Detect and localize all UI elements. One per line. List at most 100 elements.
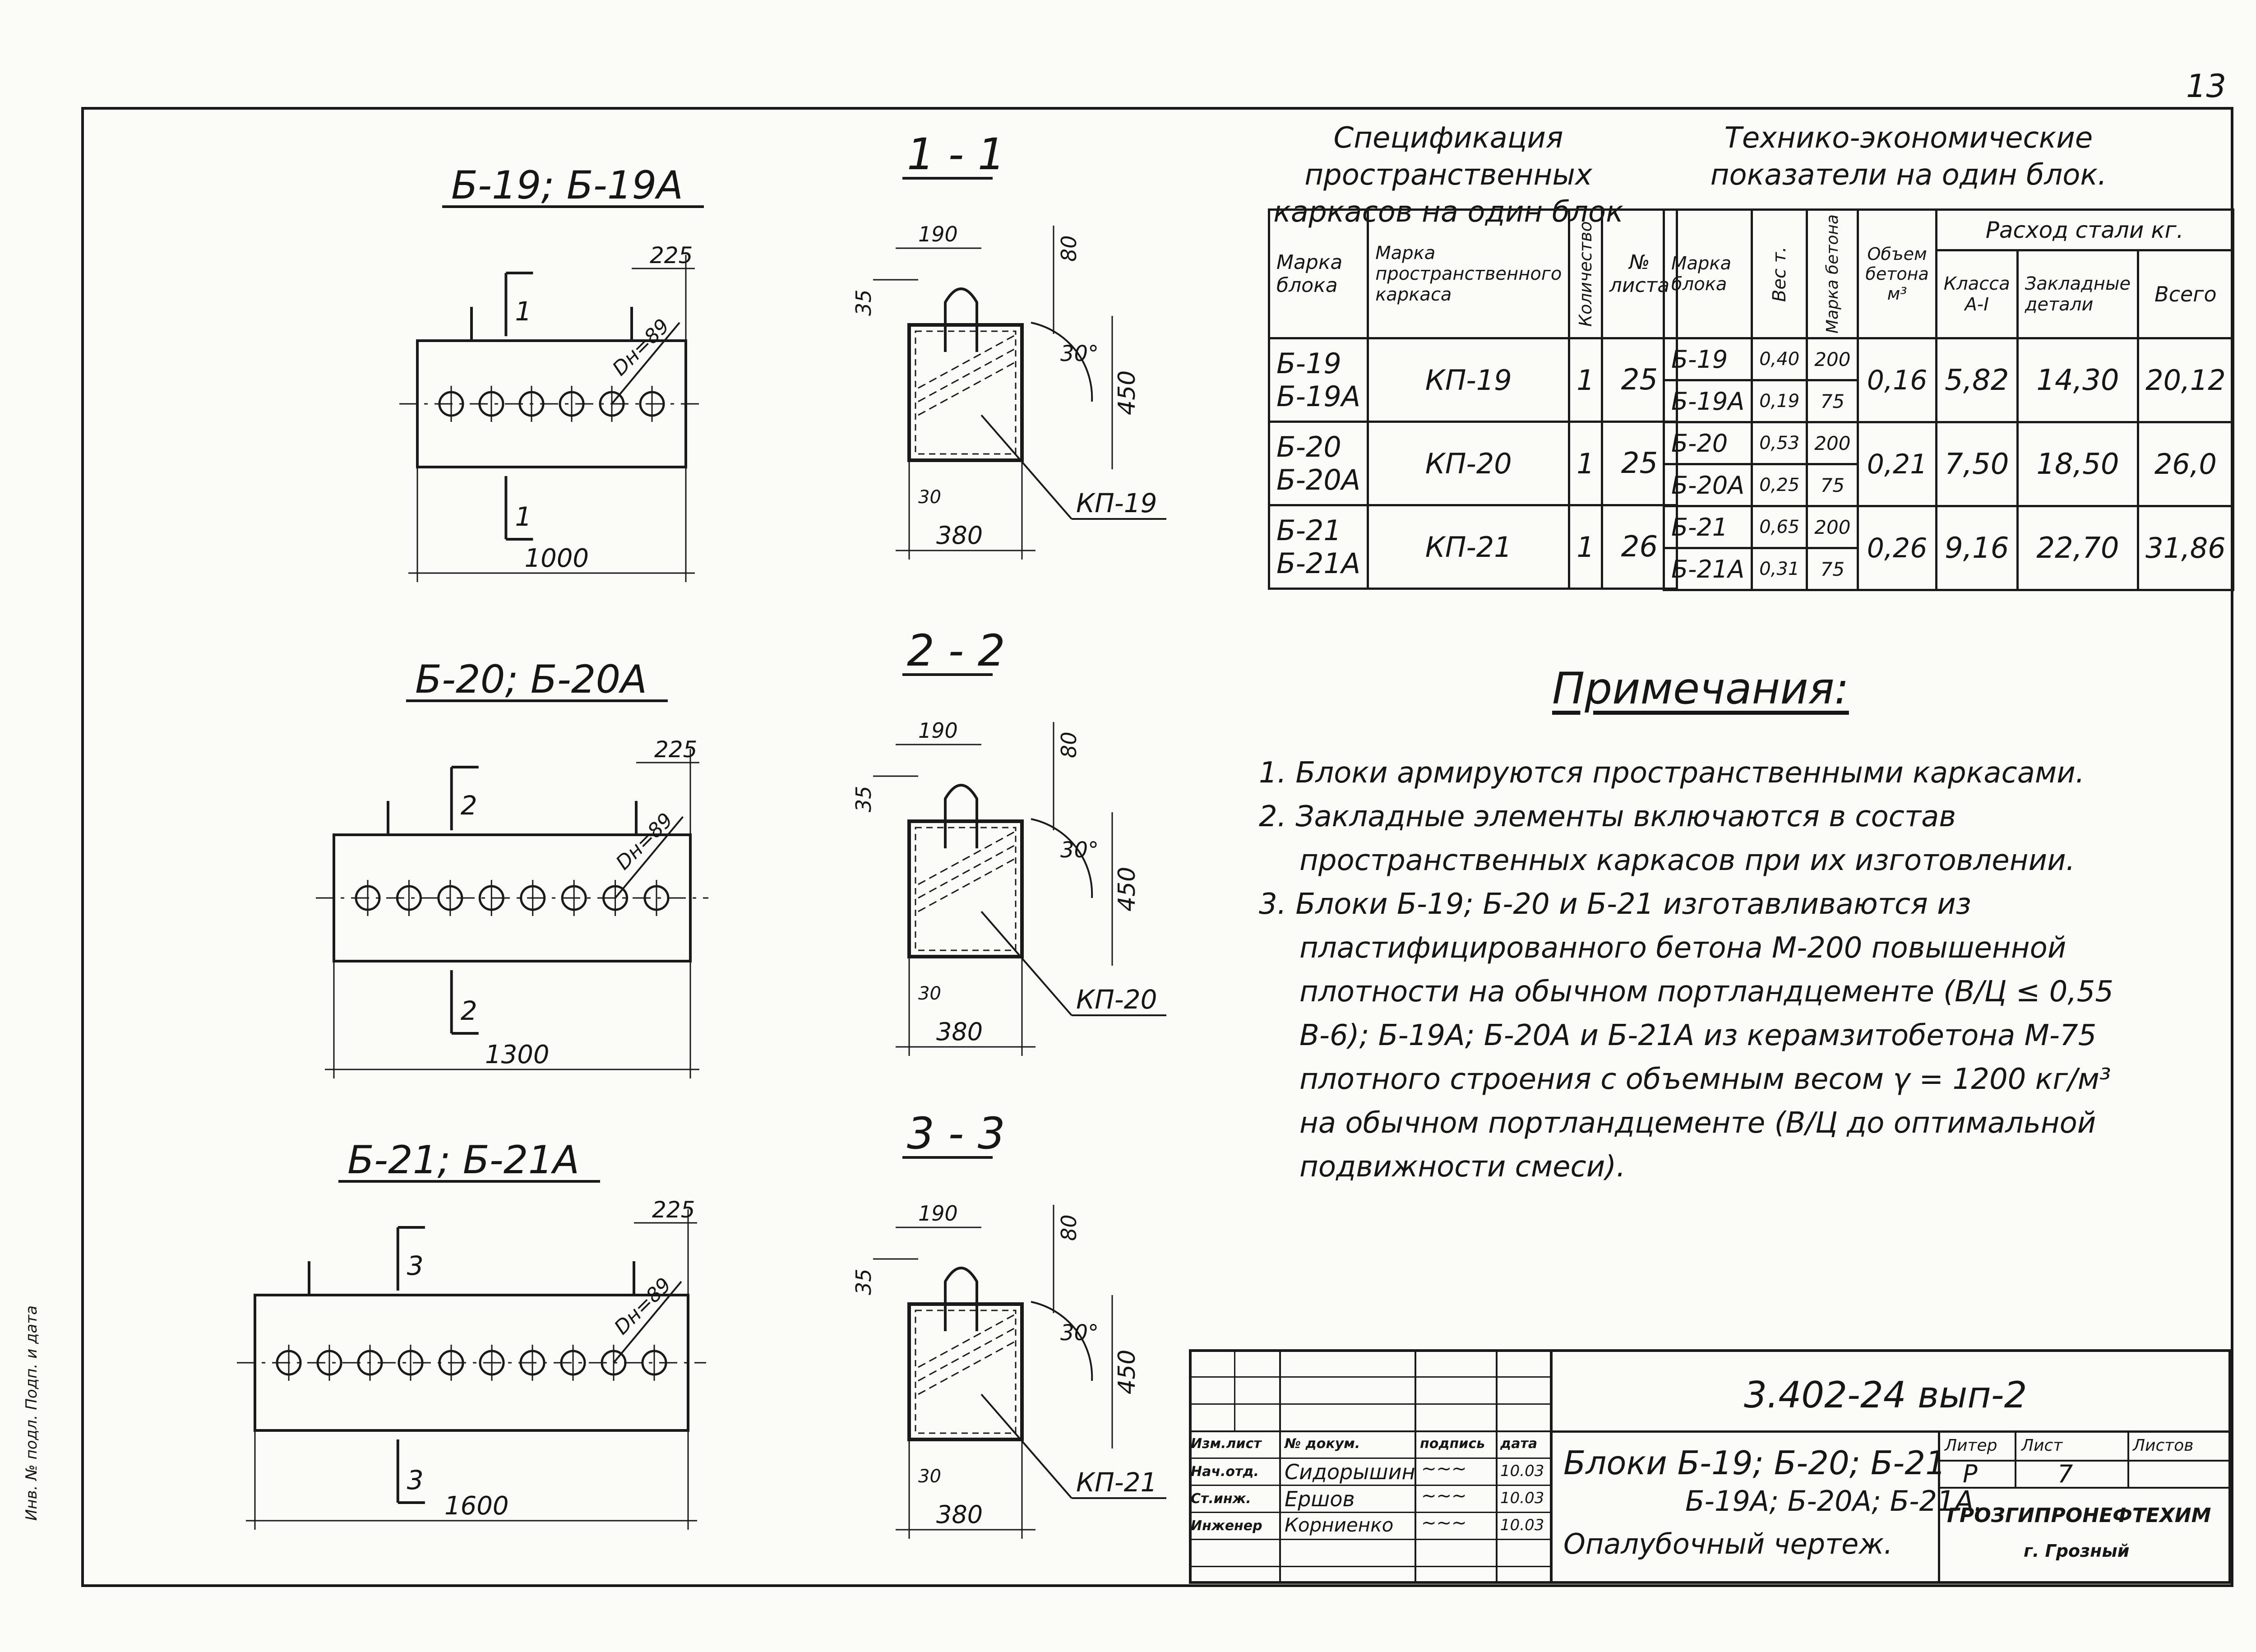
length-dimension: 1000 — [525, 544, 589, 573]
cut-label-bottom: 1 — [515, 501, 532, 532]
tech-title: Технико-экономические показатели на один… — [1660, 120, 2157, 194]
embedded-bar — [918, 1339, 1018, 1395]
tech-cell-weight: 0,25 — [1751, 463, 1808, 508]
tech-header-weight: Вес т. — [1752, 209, 1807, 338]
bolt-leader — [615, 816, 684, 899]
spec-cell-qty: 1 — [1568, 337, 1603, 423]
bottom-offset: 30 — [918, 1466, 941, 1487]
stamp-name: Корниенко — [1285, 1514, 1394, 1536]
tech-cell-concrete: 75 — [1806, 379, 1859, 424]
organization-name: ГРОЗГИПРОНЕФТЕХИМ — [1947, 1504, 2211, 1527]
cut-label-top: 1 — [515, 296, 532, 327]
side-offset: 35 — [851, 786, 876, 812]
stamp-date: 10.03 — [1500, 1462, 1544, 1480]
tech-cell-total: 31,86 — [2137, 505, 2234, 592]
tech-cell-mark: Б-20А — [1662, 463, 1753, 508]
length-dimension: 1300 — [485, 1040, 550, 1069]
tech-cell-class: 5,82 — [1935, 337, 2019, 424]
title-block: Изм.лист № докум. подпись дата Нач.отд. … — [1189, 1349, 2231, 1584]
stamp-date: 10.03 — [1500, 1489, 1544, 1507]
sheet-label: Лист — [2021, 1436, 2063, 1455]
notes-list: 1. Блоки армируются пространственными ка… — [1259, 751, 2125, 1189]
angle-label: 30° — [1060, 341, 1099, 366]
tech-cell-volume: 0,26 — [1857, 505, 1937, 592]
stamp-name: Ершов — [1285, 1487, 1355, 1511]
embedded-bar — [918, 347, 1018, 403]
spec-cell-cage: КП-19 — [1367, 337, 1571, 423]
stamp-date: 10.03 — [1500, 1516, 1544, 1534]
cage-outline — [915, 1310, 1017, 1434]
tech-cell-embedded: 14,30 — [2016, 337, 2140, 424]
cage-leader — [980, 1393, 1073, 1499]
tech-cell-embedded: 18,50 — [2016, 421, 2140, 508]
cage-width: 190 — [918, 1201, 958, 1226]
section-outline — [907, 1302, 1024, 1441]
stamp-label-change: Изм.лист — [1191, 1436, 1262, 1452]
section-title: 3 - 3 — [907, 1108, 1005, 1159]
cage-leader — [980, 911, 1073, 1016]
bottom-offset: 30 — [918, 487, 941, 508]
spec-cell-mark: Б-20 Б-20А — [1267, 421, 1369, 506]
section-title: 1 - 1 — [907, 129, 1005, 180]
tech-cell-mark: Б-21А — [1662, 547, 1753, 592]
tech-cell-volume: 0,16 — [1857, 337, 1937, 424]
stamp-role: Нач.отд. — [1191, 1464, 1259, 1480]
cage-label: КП-20 — [1076, 984, 1157, 1015]
cage-leader — [980, 414, 1073, 520]
angle-arc — [1031, 1301, 1093, 1381]
embedded-bar — [918, 856, 1018, 912]
end-dimension: 225 — [652, 1197, 695, 1223]
tech-cell-class: 7,50 — [1935, 421, 2019, 508]
tech-cell-weight: 0,19 — [1751, 379, 1808, 424]
angle-arc — [1031, 818, 1093, 898]
section-outline — [907, 819, 1024, 958]
top-offset: 80 — [1057, 1214, 1081, 1241]
stage-label: Литер — [1945, 1436, 1997, 1455]
angle-label: 30° — [1060, 1320, 1099, 1346]
tech-cell-weight: 0,65 — [1751, 505, 1808, 550]
tech-cell-mark: Б-21 — [1662, 505, 1753, 550]
stamp-name: Сидорышин — [1285, 1460, 1415, 1484]
spec-title-line1: Спецификация пространственных — [1304, 121, 1592, 192]
sheet-title-line1: Блоки Б-19; Б-20; Б-21 — [1563, 1444, 1946, 1482]
cage-outline — [915, 827, 1017, 951]
stamp-role: Инженер — [1191, 1518, 1262, 1534]
tech-cell-class: 9,16 — [1935, 505, 2019, 592]
sheet-value: 7 — [2057, 1460, 2073, 1488]
note-item: 3. Блоки Б-19; Б-20 и Б-21 изготавливают… — [1259, 888, 2114, 1184]
stamp-signature: ~~~ — [1421, 1458, 1467, 1479]
cut-label-top: 3 — [407, 1250, 424, 1281]
tech-header-steel: Расход стали кг. — [1935, 208, 2234, 252]
section-width: 380 — [936, 1018, 983, 1046]
tech-cell-weight: 0,53 — [1751, 421, 1808, 466]
top-offset: 80 — [1057, 731, 1081, 758]
bolt-diameter-label: Dн=89 — [608, 315, 674, 380]
spec-header-cage: Марка пространственного каркаса — [1367, 208, 1571, 339]
tech-header-total: Всего — [2137, 249, 2234, 340]
cut-label-bottom: 2 — [461, 995, 477, 1026]
stamp-label-sign: подпись — [1420, 1436, 1485, 1452]
page-number: 13 — [2186, 68, 2227, 105]
tech-cell-mark: Б-19А — [1662, 379, 1753, 424]
organization-city: г. Грозный — [2024, 1541, 2130, 1561]
spec-header-qty: Количество — [1569, 209, 1602, 338]
end-dimension: 225 — [650, 242, 693, 268]
tech-cell-concrete: 75 — [1806, 547, 1859, 592]
cage-label: КП-21 — [1076, 1467, 1157, 1498]
notes-title: Примечания: — [1552, 663, 1849, 714]
section-width: 380 — [936, 521, 983, 550]
bolt-diameter-label: Dн=89 — [611, 809, 677, 875]
note-item: 1. Блоки армируются пространственными ка… — [1259, 756, 2085, 790]
